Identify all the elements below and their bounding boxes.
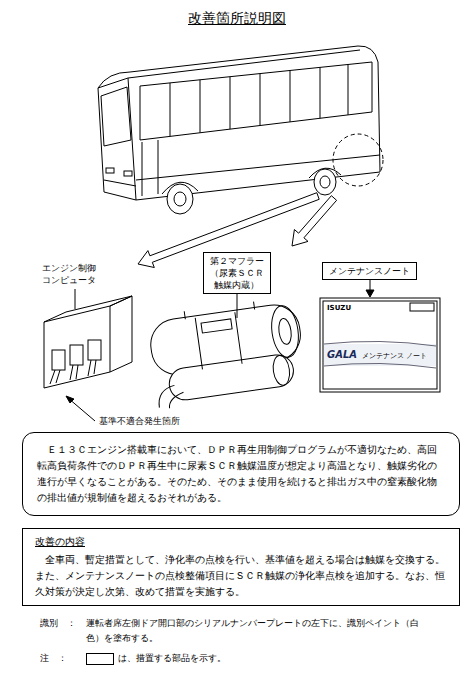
cover-title: メンテナンス ノート <box>362 351 427 361</box>
title: 改善箇所説明図 <box>0 10 474 28</box>
bus-drawing <box>98 46 383 214</box>
leader-line <box>75 289 76 309</box>
window-pillar <box>170 83 171 136</box>
window-pillar <box>290 70 291 121</box>
box-text: 全車両、暫定措置として、浄化率の点検を行い、基準値を超える場合は触媒を交換する。… <box>35 552 447 600</box>
remedy-box: 改善の内容全車両、暫定措置として、浄化率の点検を行い、基準値を超える場合は触媒を… <box>22 528 460 606</box>
notebook-drawing <box>320 298 440 392</box>
part-label-box: メンテナンスノート <box>322 262 417 280</box>
ecu-drawing <box>44 296 132 388</box>
part-label-box: 第２マフラー（尿素ＳＣＲ触媒内蔵） <box>203 252 271 294</box>
window-pillar <box>260 74 261 126</box>
window-pillar <box>320 67 321 118</box>
leader-line <box>237 294 238 318</box>
box-heading: 改善の内容 <box>35 534 447 550</box>
callout-label: 基準不適合発生箇所 <box>99 415 180 428</box>
arrowhead <box>66 396 74 403</box>
note-text: は、措置する部品を示す。 <box>118 651 226 666</box>
part-label: エンジン制御コンピュータ <box>42 262 100 286</box>
box-text: メンテナンスノート <box>329 265 410 277</box>
window-pillar <box>230 77 231 129</box>
description-box: Ｅ１３Ｃエンジン搭載車において、ＤＰＲ再生用制御プログラムが不適切なため、高回転… <box>22 432 460 516</box>
note-heading: 注 ： <box>40 651 67 666</box>
window-pillar <box>200 80 201 133</box>
muffler-drawing <box>147 296 309 410</box>
window-pillar <box>348 64 349 114</box>
model-logo: GALA <box>327 349 357 360</box>
legend-box-sample <box>86 653 114 665</box>
note-text: 運転者席左側ドア開口部のシリアルナンバープレートの左下に、識別ペイント（白色）を… <box>86 616 436 646</box>
box-text: 第２マフラー（尿素ＳＣＲ触媒内蔵） <box>208 255 266 291</box>
brand-logo: ISUZU <box>327 304 351 312</box>
block-arrow <box>292 196 337 246</box>
box-text: Ｅ１３Ｃエンジン搭載車において、ＤＰＲ再生用制御プログラムが不適切なため、高回転… <box>37 442 445 506</box>
arrowhead <box>366 290 374 297</box>
note-heading: 識別 ： <box>40 616 76 631</box>
